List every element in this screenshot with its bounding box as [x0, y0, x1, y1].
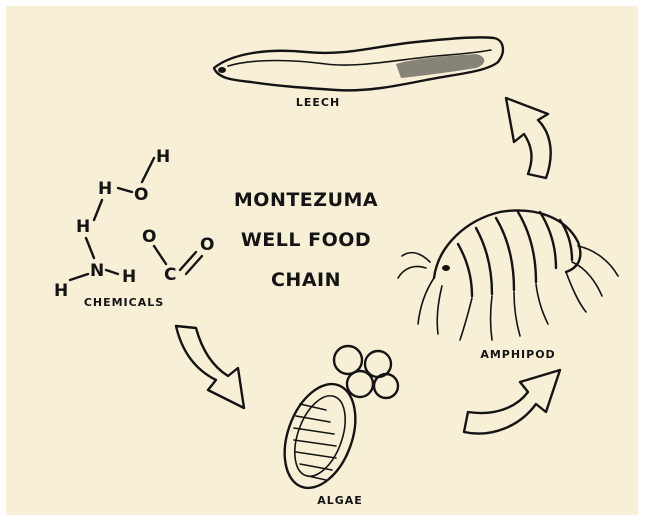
chem-atom-o: O	[200, 235, 214, 255]
arrow-amphipod-to-leech	[506, 98, 551, 178]
diagram-frame: LEECH H O H H N H H O C O CHEMICALS MONT…	[6, 6, 638, 515]
chem-atom-o: O	[134, 185, 148, 205]
chem-atom-h: H	[122, 267, 136, 287]
title-line-1: MONTEZUMA	[234, 189, 378, 211]
algae-label: ALGAE	[317, 494, 363, 507]
chem-atom-h: H	[76, 217, 90, 237]
leech-label: LEECH	[296, 96, 340, 109]
chem-atom-h: H	[54, 281, 68, 301]
chemicals-illustration: H O H H N H H O C O	[54, 147, 214, 301]
leech-illustration	[214, 37, 503, 90]
chem-atom-o: O	[142, 227, 156, 247]
arrow-chemicals-to-algae	[176, 326, 244, 408]
chem-atom-h: H	[156, 147, 170, 167]
chem-atom-c: C	[164, 265, 176, 285]
chem-atom-h: H	[98, 179, 112, 199]
arrow-algae-to-amphipod	[464, 370, 560, 434]
title-line-2: WELL FOOD	[241, 229, 371, 251]
food-chain-diagram: LEECH H O H H N H H O C O CHEMICALS MONT…	[6, 6, 638, 515]
title-line-3: CHAIN	[271, 269, 341, 291]
algae-illustration	[271, 346, 398, 498]
amphipod-label: AMPHIPOD	[480, 348, 555, 361]
amphipod-illustration	[398, 210, 618, 340]
chem-atom-n: N	[90, 261, 104, 281]
chemicals-label: CHEMICALS	[84, 296, 164, 309]
